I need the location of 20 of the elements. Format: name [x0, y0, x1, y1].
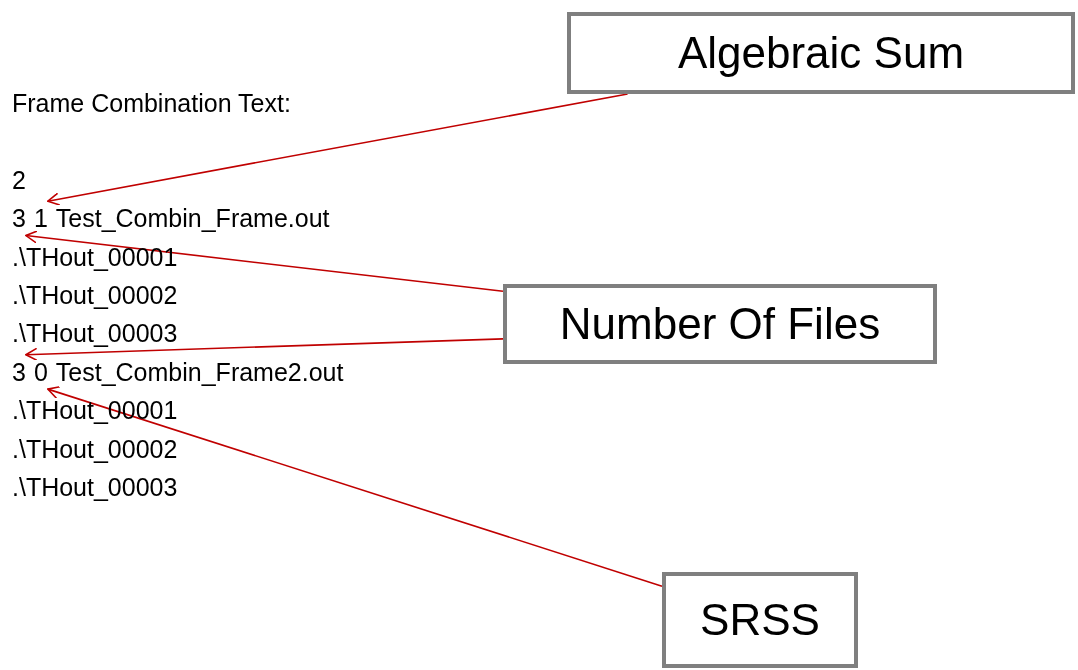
- text-line: .\THout_00003: [12, 318, 178, 350]
- text-line: .\THout_00002: [12, 433, 178, 465]
- leader-arrow: [25, 338, 504, 362]
- text-line: Test_Combin_Frame.out: [55, 203, 330, 235]
- text-line: .\THout_00001: [12, 241, 178, 273]
- text-token: 3: [12, 199, 26, 238]
- text-line: .\THout_00003: [12, 471, 178, 503]
- callout-box: Algebraic Sum: [567, 12, 1075, 94]
- text-line: Frame Combination Text:: [12, 88, 291, 119]
- leader-arrow: [25, 230, 504, 293]
- leader-arrow: [47, 385, 663, 587]
- text-line: .\THout_00002: [12, 279, 178, 311]
- callout-box: SRSS: [662, 572, 858, 668]
- text-token: 1: [33, 199, 48, 238]
- text-line: Test_Combin_Frame2.out: [55, 356, 344, 388]
- callout-box: Number Of Files: [503, 284, 937, 364]
- text-token: 0: [33, 352, 48, 392]
- text-token: 3: [12, 352, 26, 392]
- text-line: 2: [12, 164, 26, 196]
- leader-arrow: [47, 93, 629, 206]
